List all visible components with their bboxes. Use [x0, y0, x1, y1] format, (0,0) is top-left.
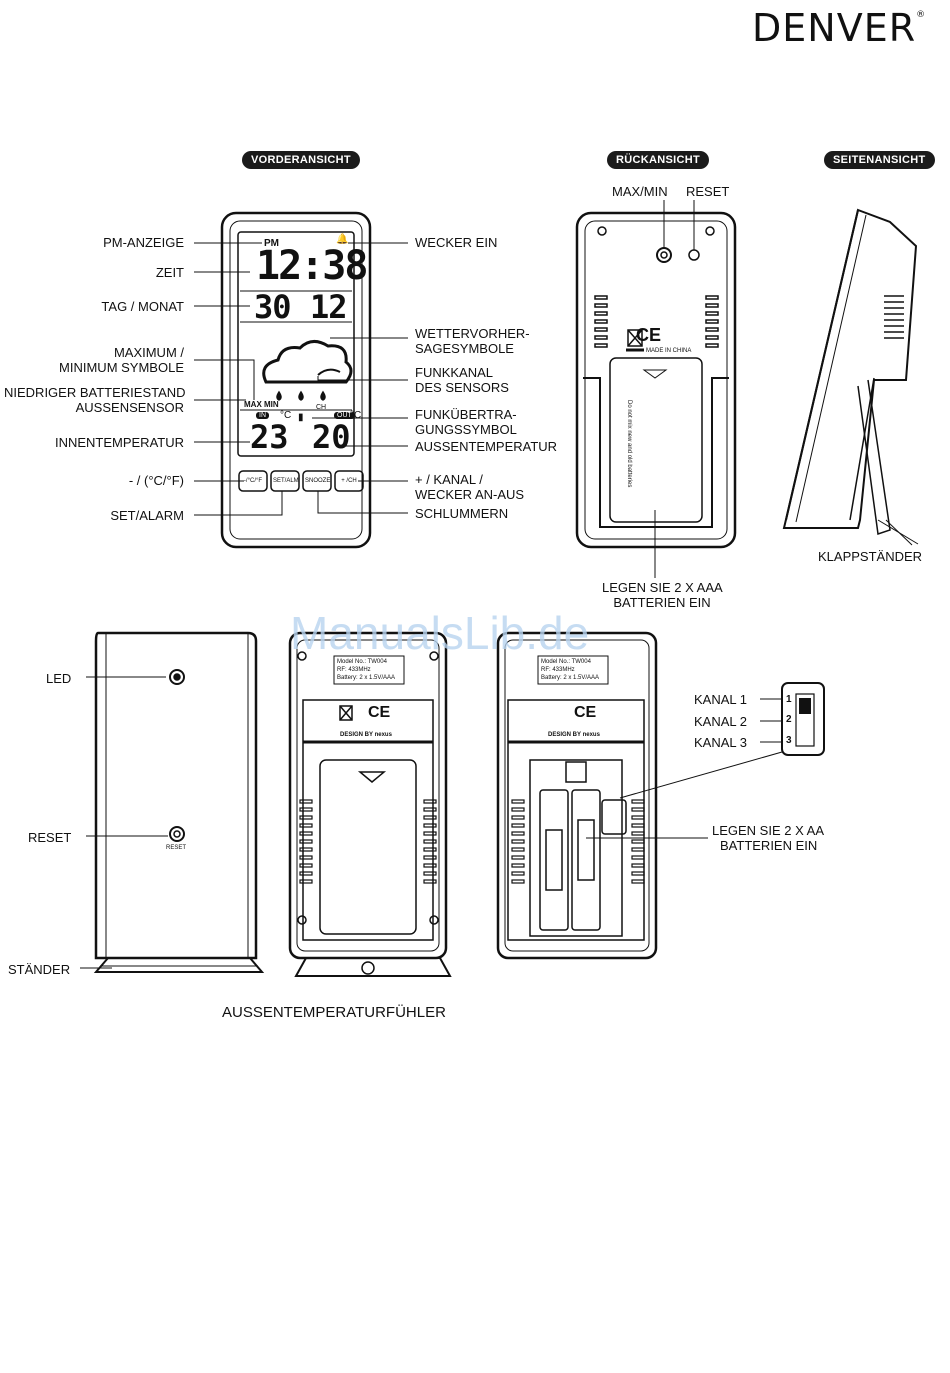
lcd-maxmin: MAX MIN [244, 400, 279, 409]
label-channel-2: DES SENSORS [415, 380, 509, 395]
label-snooze: SCHLUMMERN [415, 506, 509, 521]
label-battery-1: NIEDRIGER BATTERIESTAND [4, 385, 186, 400]
sensor-ce-mark-2: CE [574, 704, 597, 721]
label-indoor-temp: INNENTEMPERATUR [54, 435, 184, 450]
label-sensor-battery-1: LEGEN SIE 2 X AA [712, 823, 824, 838]
label-plus-1: + / KANAL / [415, 472, 483, 487]
button-unit[interactable]: -/°C/°F [243, 478, 263, 484]
sensor-front-drawing [80, 631, 265, 973]
label-back-reset: RESET [686, 184, 730, 199]
sensor-reset-tag: RESET [166, 845, 187, 851]
label-channel-3-switch: KANAL 3 [694, 735, 747, 750]
section-front-view: VORDERANSICHT [242, 151, 360, 169]
label-set-alarm: SET/ALARM [110, 508, 184, 523]
front-leader-lines [194, 242, 408, 516]
back-leader-lines [654, 200, 695, 578]
sensor-ce-mark: CE [368, 704, 391, 721]
button-plus-channel[interactable]: + /CH [341, 478, 357, 484]
lcd-time: 12:38 [256, 243, 368, 289]
label-back-battery-2: BATTERIEN EIN [613, 595, 711, 610]
plate-battery-2: Battery: 2 x 1.5V/AAA [541, 675, 600, 681]
lcd-unit-in: °C [280, 410, 292, 421]
watermark: ManualsLib.de [290, 607, 590, 659]
plate-model: Model No.: TW004 [337, 659, 387, 665]
ce-mark: CE [636, 325, 662, 345]
label-pm-indicator: PM-ANZEIGE [103, 235, 184, 250]
label-radio-2: GUNGSSYMBOL [415, 422, 517, 437]
sensor-plate-open: Model No.: TW004 RF: 433MHz Battery: 2 x… [541, 658, 599, 682]
lcd-outdoor-temp: 20 [312, 418, 351, 456]
label-sensor-battery-2: BATTERIEN EIN [720, 838, 818, 853]
plate-rf: RF: 433MHz [337, 667, 371, 673]
switch-pos-1: 1 [786, 694, 792, 705]
label-channel-2-switch: KANAL 2 [694, 714, 747, 729]
label-channel-1-switch: KANAL 1 [694, 692, 747, 707]
battery-low-icon: ▮ [298, 412, 304, 423]
label-stand: STÄNDER [8, 962, 71, 977]
sensor-design: DESIGN BY nexus [340, 732, 392, 738]
label-unit: - / (°C/°F) [128, 473, 184, 488]
back-device-drawing [575, 211, 737, 549]
sensor-plate-closed: Model No.: TW004 RF: 433MHz Battery: 2 x… [337, 658, 395, 682]
sensor-design-2: DESIGN BY nexus [548, 732, 600, 738]
registered-mark: ® [916, 10, 927, 20]
brand-logo: DENVER® [752, 6, 926, 50]
label-battery-2: AUSSENSENSOR [75, 400, 184, 415]
lcd-indoor-temp: 23 [250, 418, 289, 456]
label-channel-1: FUNKKANAL [415, 365, 494, 380]
switch-pos-3: 3 [786, 735, 792, 746]
button-set-alarm[interactable]: SET/ALM [273, 478, 299, 484]
label-back-battery-1: LEGEN SIE 2 X AAA [602, 580, 723, 595]
lcd-pm: PM [264, 238, 279, 249]
label-maxmin-1: MAXIMUM / [113, 345, 184, 360]
label-forecast-1: WETTERVORHER- [415, 326, 530, 341]
label-maxmin-2: MINIMUM SYMBOLE [59, 360, 184, 375]
label-folding-stand: KLAPPSTÄNDER [818, 549, 923, 564]
plate-model-2: Model No.: TW004 [541, 659, 591, 665]
label-alarm-on: WECKER EIN [415, 235, 498, 250]
section-side-view: SEITENANSICHT [824, 151, 935, 169]
section-back-view: RÜCKANSICHT [607, 151, 709, 169]
switch-pos-2: 2 [786, 714, 792, 725]
caption-outdoor-sensor: AUSSENTEMPERATURFÜHLER [222, 1004, 446, 1021]
sensor-back-drawing [288, 631, 452, 977]
lcd-day: 30 [254, 288, 292, 326]
lcd-in-badge: IN [256, 412, 269, 419]
lcd-ch: CH [316, 404, 327, 411]
button-snooze[interactable]: SNOOZE [305, 478, 331, 484]
label-plus-2: WECKER AN-AUS [415, 487, 525, 502]
sensor-open-drawing [496, 631, 825, 960]
label-back-maxmin: MAX/MIN [612, 184, 668, 199]
lcd-out-badge: OUT [334, 412, 355, 419]
label-time: ZEIT [155, 265, 184, 280]
label-sensor-reset: RESET [28, 830, 72, 845]
label-outdoor-temp: AUSSENTEMPERATUR [415, 439, 558, 454]
lcd-month: 12 [310, 288, 348, 326]
made-in-china: MADE IN CHINA [646, 348, 692, 354]
label-forecast-2: SAGESYMBOLE [415, 341, 514, 356]
battery-warning: Do not mix new and old batteries [626, 400, 632, 488]
plate-rf-2: RF: 433MHz [541, 667, 575, 673]
label-day-month: TAG / MONAT [101, 299, 184, 314]
label-radio-1: FUNKÜBERTRA- [415, 407, 517, 422]
side-device-drawing [782, 208, 918, 546]
brand-name: DENVER [752, 6, 917, 50]
plate-battery: Battery: 2 x 1.5V/AAA [337, 675, 396, 681]
lcd-unit-out: °C [350, 410, 362, 421]
label-led: LED [46, 671, 72, 686]
bell-icon: 🔔 [336, 234, 349, 245]
